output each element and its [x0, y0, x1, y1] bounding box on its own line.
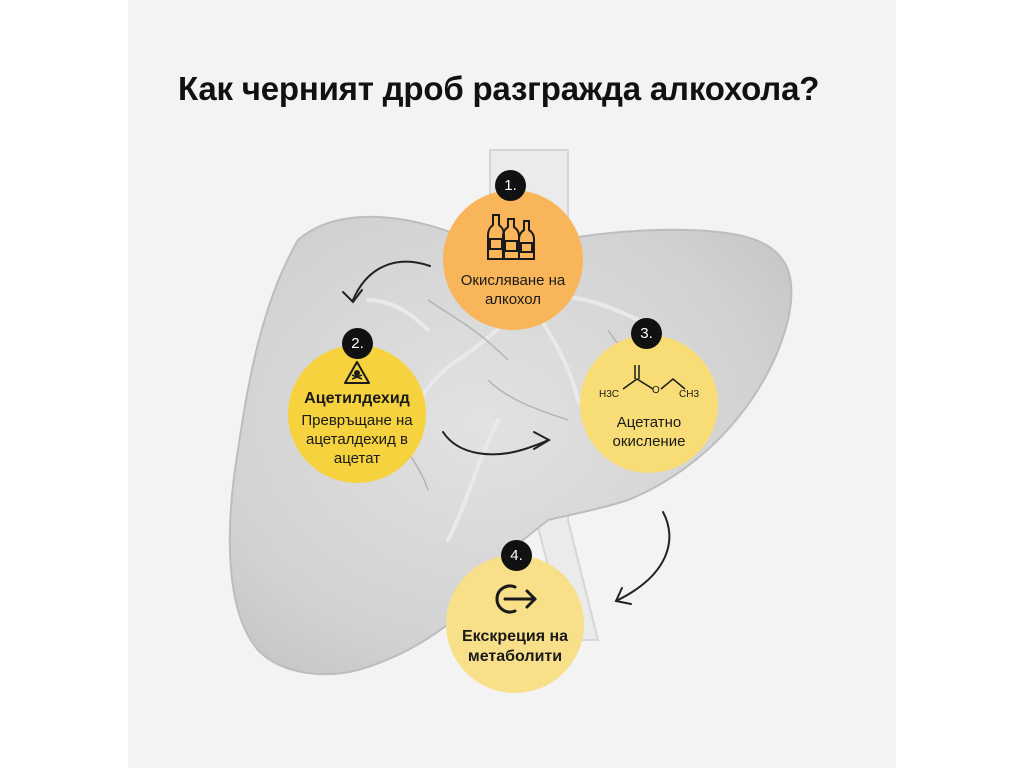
formula-right-text: CH3	[679, 389, 699, 400]
step-1-number-badge: 1.	[495, 170, 526, 201]
step-1-label-line2: алкохол	[484, 291, 542, 308]
step-4-number-badge: 4.	[501, 540, 532, 571]
step-3-number-badge: 3.	[631, 318, 662, 349]
arrow-1-to-2-head	[342, 289, 363, 304]
flow-arrows	[342, 260, 671, 605]
step-4-label-line1: Екскреция на	[461, 628, 569, 645]
step-3-circle: H3C O CH3 Ацетатно окисление	[580, 335, 718, 473]
step-4-label-line2: метаболити	[467, 648, 563, 665]
ethyl-acetate-structure-icon: H3C O CH3	[599, 365, 699, 400]
step-2-heading: Ацетилдехид	[304, 389, 410, 407]
step-3-label-line2: окисление	[612, 433, 686, 450]
arrow-3-to-4-head	[614, 587, 632, 605]
step-2-label-line2: ацеталдехид в	[306, 430, 408, 448]
arrow-3-to-4	[617, 511, 671, 601]
arrow-2-to-3	[442, 431, 549, 456]
step-4-circle: Екскреция на метаболити	[446, 555, 584, 693]
step-3-label-line1: Ацетатно	[616, 414, 682, 431]
formula-oxygen-text: O	[652, 385, 660, 396]
exit-arrow-icon	[495, 584, 537, 614]
step-1-circle: Окисляване на алкохол	[443, 190, 583, 330]
bottles-icon	[487, 214, 535, 260]
formula-left-text: H3C	[599, 389, 619, 400]
step-2-label-line1: Превръщане на	[301, 411, 413, 429]
step-2-label-line3: ацетат	[333, 449, 381, 467]
arrow-2-to-3-head	[533, 431, 552, 450]
page-title: Как черният дроб разгражда алкохола?	[178, 70, 820, 107]
toxic-warning-icon	[344, 360, 370, 384]
infographic-canvas: Как черният дроб разгражда алкохола?	[128, 0, 896, 768]
step-1-label-line1: Окисляване на	[460, 272, 566, 289]
arrow-1-to-2	[352, 260, 431, 301]
step-2-circle: Ацетилдехид Превръщане на ацеталдехид в …	[288, 345, 426, 483]
step-2-number-badge: 2.	[342, 328, 373, 359]
